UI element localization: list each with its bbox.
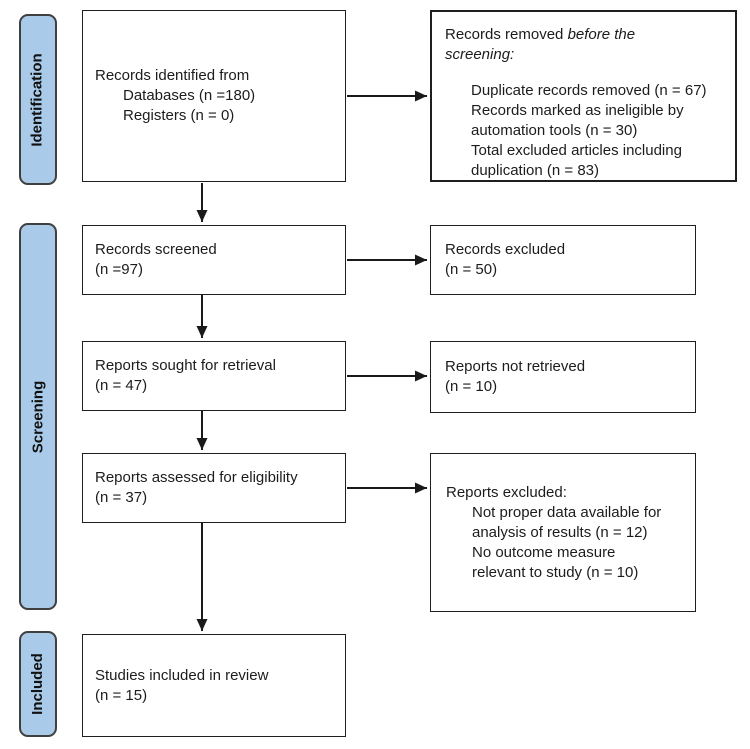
box-reports-not-retrieved: Reports not retrieved (n = 10) — [430, 341, 696, 413]
box-records-excluded: Records excluded (n = 50) — [430, 225, 696, 295]
box-studies-included: Studies included in review (n = 15) — [82, 634, 346, 737]
box-reports-excluded: Reports excluded: Not proper data availa… — [430, 453, 696, 612]
stage-bar-screening: Screening — [19, 223, 57, 610]
records-screened-text: Records screened (n =97) — [95, 241, 217, 278]
stage-label-included: Included — [29, 653, 47, 715]
records-identified-details: Databases (n =180) Registers (n = 0) — [123, 87, 256, 124]
stage-bar-identification: Identification — [19, 14, 57, 185]
records-removed-heading: Records removed before the screening: — [445, 25, 727, 65]
reports-sought-text: Reports sought for retrieval (n = 47) — [95, 357, 276, 394]
box-reports-assessed: Reports assessed for eligibility (n = 37… — [82, 453, 346, 523]
box-records-screened: Records screened (n =97) — [82, 225, 346, 295]
stage-label-screening: Screening — [29, 380, 46, 453]
box-records-removed: Records removed before the screening: Du… — [430, 10, 737, 182]
records-excluded-text: Records excluded (n = 50) — [445, 241, 566, 278]
box-records-identified: Records identified from Databases (n =18… — [82, 10, 346, 182]
reports-assessed-text: Reports assessed for eligibility (n = 37… — [95, 469, 298, 506]
reports-not-retrieved-text: Reports not retrieved (n = 10) — [445, 358, 586, 395]
records-identified-heading: Records identified from — [95, 67, 250, 84]
reports-excluded-heading: Reports excluded: — [446, 483, 567, 501]
reports-excluded-details: Not proper data available for analysis o… — [472, 503, 662, 581]
records-removed-heading-italic: before the screening: — [445, 26, 636, 63]
records-removed-heading-plain: Records removed — [445, 26, 568, 43]
studies-included-text: Studies included in review (n = 15) — [95, 666, 269, 704]
stage-bar-included: Included — [19, 631, 57, 737]
box-reports-sought: Reports sought for retrieval (n = 47) — [82, 341, 346, 411]
records-removed-details: Duplicate records removed (n = 67) Recor… — [471, 82, 707, 179]
stage-label-identification: Identification — [29, 52, 46, 147]
